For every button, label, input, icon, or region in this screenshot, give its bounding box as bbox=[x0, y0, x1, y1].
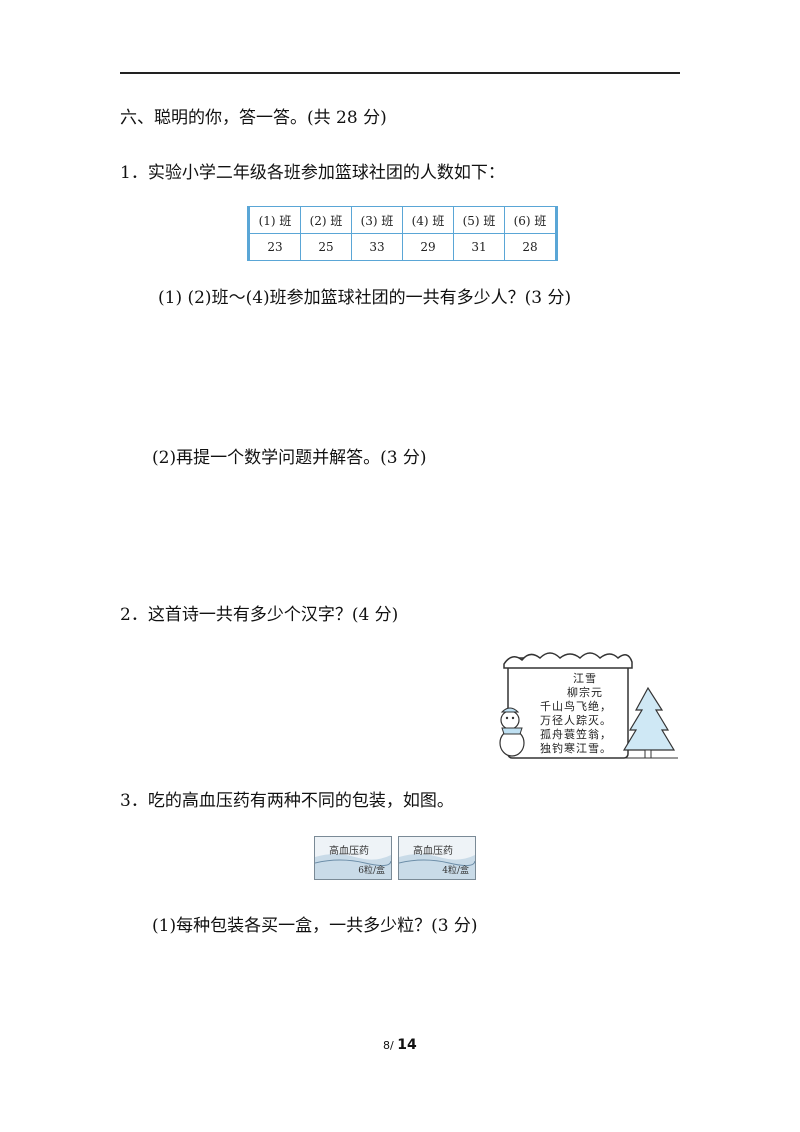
page-total: 14 bbox=[397, 1037, 417, 1053]
table-header-cell: (6) 班 bbox=[504, 206, 557, 234]
snowy-tree-icon bbox=[622, 686, 676, 751]
table-header-cell: (3) 班 bbox=[351, 206, 403, 234]
q2-prompt: 2．这首诗一共有多少个汉字？(4 分) bbox=[120, 605, 399, 625]
q3-sub1: (1)每种包装各买一盒，一共多少粒？(3 分) bbox=[152, 916, 478, 936]
medicine-box-count: 6粒/盒 bbox=[358, 866, 385, 876]
poem-title: 江雪 bbox=[573, 672, 597, 685]
table-header-cell: (1) 班 bbox=[248, 206, 301, 234]
medicine-box-label: 高血压药 bbox=[413, 846, 453, 857]
table-value-cell: 28 bbox=[504, 233, 557, 261]
q1-prompt: 1．实验小学二年级各班参加篮球社团的人数如下： bbox=[120, 163, 505, 183]
table-header-cell: (2) 班 bbox=[300, 206, 352, 234]
q1-sub2: (2)再提一个数学问题并解答。(3 分) bbox=[152, 448, 427, 468]
poem-line: 万径人踪灭。 bbox=[540, 714, 612, 727]
table-value-cell: 33 bbox=[351, 233, 403, 261]
snowman-head-icon bbox=[500, 710, 520, 730]
table-header-cell: (5) 班 bbox=[453, 206, 505, 234]
medicine-box-label: 高血压药 bbox=[329, 846, 369, 857]
medicine-box-4: 高血压药 4粒/盒 bbox=[398, 836, 476, 880]
snowy-poem-illustration bbox=[499, 652, 678, 759]
table-header-row: (1) 班 (2) 班 (3) 班 (4) 班 (5) 班 (6) 班 bbox=[248, 206, 557, 234]
q3-prompt: 3．吃的高血压药有两种不同的包装，如图。 bbox=[120, 791, 454, 811]
medicine-box-6: 高血压药 6粒/盒 bbox=[314, 836, 392, 880]
table-value-cell: 29 bbox=[402, 233, 454, 261]
section-title: 六、聪明的你，答一答。(共 28 分) bbox=[120, 108, 387, 128]
table-header-cell: (4) 班 bbox=[402, 206, 454, 234]
medicine-box-count: 4粒/盒 bbox=[442, 866, 469, 876]
poem-line: 千山鸟飞绝， bbox=[540, 700, 612, 713]
poem-text: 江雪 柳宗元 千山鸟飞绝， 万径人踪灭。 孤舟蓑笠翁， 独钓寒江雪。 bbox=[540, 672, 630, 756]
poem-line: 独钓寒江雪。 bbox=[540, 742, 612, 755]
table-value-cell: 23 bbox=[248, 233, 301, 261]
medicine-box-icon bbox=[315, 854, 391, 879]
poem-author: 柳宗元 bbox=[567, 686, 603, 699]
table-value-cell: 25 bbox=[300, 233, 352, 261]
q1-sub1: (1) (2)班～(4)班参加篮球社团的一共有多少人？(3 分) bbox=[158, 288, 572, 308]
class-count-table: (1) 班 (2) 班 (3) 班 (4) 班 (5) 班 (6) 班 23 2… bbox=[247, 206, 558, 261]
poem-line: 孤舟蓑笠翁， bbox=[540, 728, 612, 741]
medicine-box-icon bbox=[399, 854, 475, 879]
page-number: 8/ 14 bbox=[383, 1037, 417, 1053]
header-rule bbox=[120, 72, 680, 74]
page-current: 8/ bbox=[383, 1039, 394, 1052]
table-value-row: 23 25 33 29 31 28 bbox=[248, 233, 557, 261]
table-value-cell: 31 bbox=[453, 233, 505, 261]
